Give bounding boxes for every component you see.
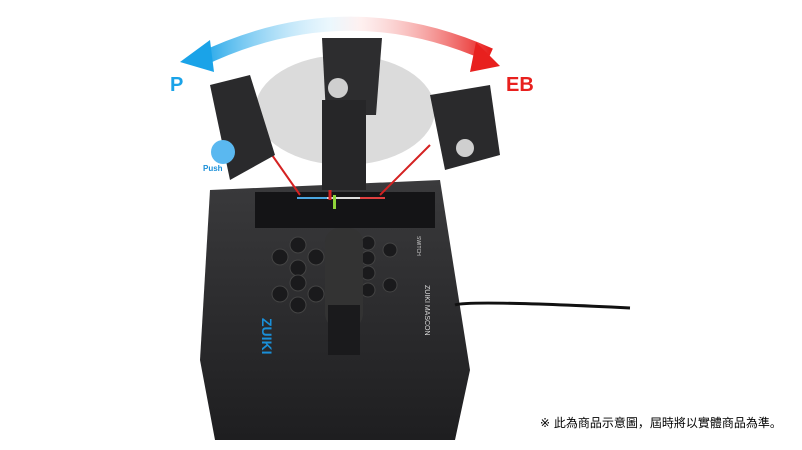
platform-logo: SWITCH xyxy=(415,236,421,256)
direction-arc-arrow xyxy=(196,16,493,67)
emergency-brake-label: EB xyxy=(506,74,534,96)
main-handle xyxy=(325,228,363,328)
brake-arrowhead-icon xyxy=(470,42,500,72)
lever-right xyxy=(430,85,500,170)
usb-cable xyxy=(454,301,631,310)
power-label: P xyxy=(170,74,184,96)
disclaimer-caption: ※ 此為商品示意圖，屆時將以實體商品為準。 xyxy=(540,416,782,430)
push-label: Push xyxy=(203,164,223,173)
notch-scale xyxy=(297,195,385,209)
face-buttons xyxy=(271,235,398,314)
brand-logo: ZUIKI xyxy=(259,318,275,355)
product-logo: ZUIKI MASCON xyxy=(423,285,430,336)
power-arrowhead-icon xyxy=(180,40,214,72)
push-button-icon xyxy=(211,140,235,164)
